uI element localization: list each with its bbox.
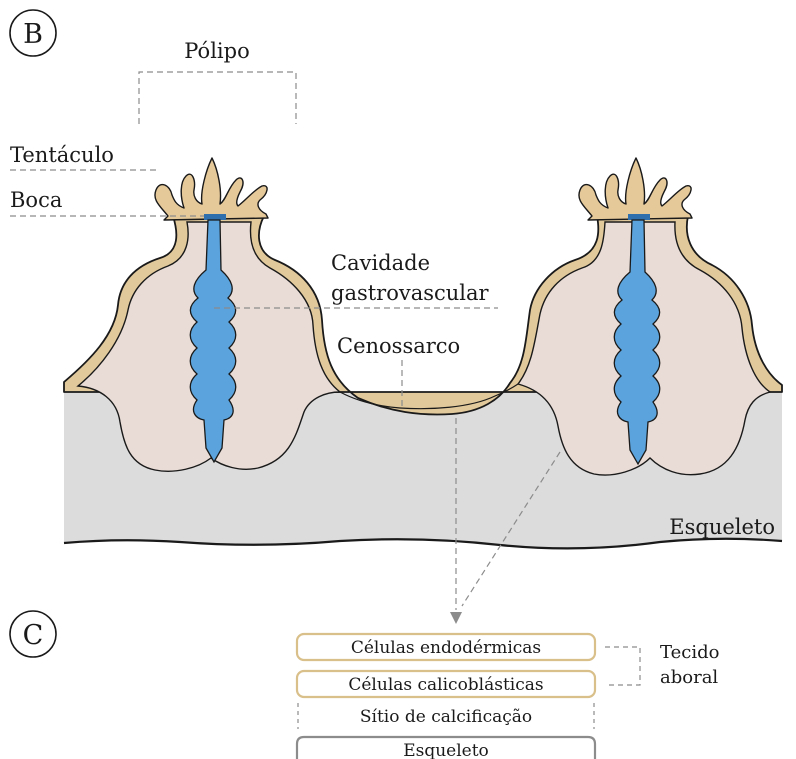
zoom-arrowhead: [450, 612, 462, 624]
aboral-label-line2: aboral: [660, 667, 718, 688]
aboral-label-line1: Tecido: [660, 642, 719, 663]
mouth-right: [628, 214, 650, 220]
coenosarc-label: Cenossarco: [337, 334, 460, 358]
panel-b-letter: B: [23, 19, 43, 50]
tentacle-label: Tentáculo: [10, 143, 114, 167]
polyp-label: Pólipo: [184, 39, 249, 63]
tentacles-left: [155, 158, 268, 220]
panel-b-badge: B: [10, 10, 56, 56]
layer-endodermal-label: Células endodérmicas: [351, 638, 541, 658]
skeleton-label: Esqueleto: [669, 515, 775, 539]
panel-c-letter: C: [23, 620, 44, 651]
cavity-label-line1: Cavidade: [331, 251, 430, 275]
aboral-bracket: [605, 647, 640, 685]
layer-skeleton-label: Esqueleto: [403, 741, 489, 759]
layer-calicoblastic-label: Células calicoblásticas: [348, 675, 543, 695]
cavity-label-line2: gastrovascular: [331, 281, 490, 305]
polyp-bracket: [139, 72, 296, 124]
calcification-site-label: Sítio de calcificação: [360, 707, 532, 727]
panel-c-badge: C: [10, 611, 56, 657]
mouth-label: Boca: [10, 188, 62, 212]
mouth-left: [204, 214, 226, 220]
tentacles-right: [579, 158, 692, 220]
